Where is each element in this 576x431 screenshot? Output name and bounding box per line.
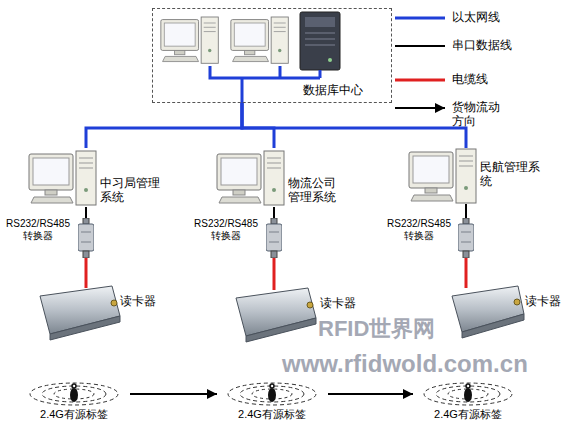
cable-line	[242, 103, 466, 148]
node-text: 民航管理系统	[480, 160, 544, 189]
illustration-part	[246, 318, 316, 342]
tag-icon	[424, 383, 512, 405]
illustration-part	[210, 66, 320, 78]
cable-line	[85, 207, 87, 218]
system-node: 中习局管理系统	[28, 148, 168, 207]
illustration-part	[305, 45, 335, 46]
reader-node: 读卡器	[30, 288, 162, 343]
converter-icon	[458, 218, 474, 258]
computer-icon	[29, 151, 96, 205]
server-icon	[300, 12, 340, 70]
illustration-part	[305, 17, 335, 27]
illustration-part	[319, 70, 322, 78]
tag-node: 2.4G有源标签	[20, 372, 130, 424]
cable-line	[86, 103, 242, 148]
node-text: 2.4G有源标签	[414, 408, 522, 421]
legend-entry: 串口数据线	[452, 38, 542, 52]
watermark-text: RFID世界网	[318, 314, 435, 344]
legend-arrow	[395, 107, 445, 109]
converter-node: RS232/RS485 转换器	[190, 218, 290, 258]
legend-entry: 货物流动方向	[452, 100, 510, 129]
cable-line	[273, 207, 275, 218]
legend-text: 以太网线	[452, 10, 500, 24]
tag-icon	[30, 383, 118, 405]
legend-line	[395, 79, 445, 82]
legend-text: 串口数据线	[452, 38, 512, 52]
computer-icon	[231, 17, 288, 63]
legend-line	[395, 45, 445, 47]
cable-line	[242, 103, 274, 148]
node-text: RS232/RS485 转换器	[190, 218, 262, 242]
converter-icon	[78, 218, 94, 258]
node-text: 读卡器	[525, 294, 565, 308]
system-node: 民航管理系统	[408, 148, 548, 204]
node-text: RS232/RS485 转换器	[2, 218, 74, 242]
reader-icon	[236, 288, 316, 342]
node-text: 读卡器	[320, 296, 360, 310]
legend-text: 货物流动方向	[452, 100, 500, 128]
illustration-part	[462, 314, 524, 338]
watermark-text: www.rfidwold.com.cn	[282, 350, 528, 378]
flow-arrow	[130, 393, 217, 395]
legend-entry: 电缆线	[452, 72, 542, 86]
illustration-part	[514, 299, 520, 305]
converter-icon	[266, 218, 282, 258]
reader-icon	[40, 286, 120, 340]
converter-node: RS232/RS485 转换器	[383, 218, 483, 258]
illustration-part	[307, 302, 313, 308]
illustration-part	[305, 39, 335, 40]
illustration-part	[328, 58, 332, 62]
computer-icon	[161, 17, 218, 63]
flow-arrow	[328, 393, 413, 395]
node-text: 读卡器	[120, 294, 160, 308]
reader-icon	[452, 286, 524, 338]
reader-node: 读卡器	[445, 288, 567, 343]
node-text: RS232/RS485 转换器	[383, 218, 455, 242]
cable-line	[85, 258, 88, 288]
tag-node: 2.4G有源标签	[218, 372, 328, 424]
node-text: 物流公司管理系统	[288, 176, 338, 205]
computer-icon	[409, 149, 476, 203]
computer-icon	[217, 151, 284, 205]
cable-line	[465, 204, 467, 218]
illustration-part	[279, 66, 282, 78]
illustration-part	[305, 33, 335, 34]
node-text: 中习局管理系统	[100, 176, 164, 205]
illustration-part	[300, 12, 340, 70]
data-center-region: 数据库中心	[152, 8, 392, 103]
illustration-part	[111, 300, 117, 306]
cable-line	[465, 258, 468, 288]
legend-line	[395, 17, 445, 20]
legend-text: 电缆线	[452, 72, 488, 86]
converter-node: RS232/RS485 转换器	[2, 218, 102, 258]
node-text: 2.4G有源标签	[20, 408, 128, 421]
illustration-part	[50, 316, 120, 340]
legend-entry: 以太网线	[452, 10, 542, 24]
tag-icon	[228, 383, 316, 405]
cable-line	[273, 258, 276, 290]
node-text: 2.4G有源标签	[218, 408, 326, 421]
tag-node: 2.4G有源标签	[414, 372, 524, 424]
illustration-part	[241, 78, 244, 103]
system-node: 物流公司管理系统	[216, 148, 346, 207]
node-text: 数据库中心	[303, 83, 375, 97]
